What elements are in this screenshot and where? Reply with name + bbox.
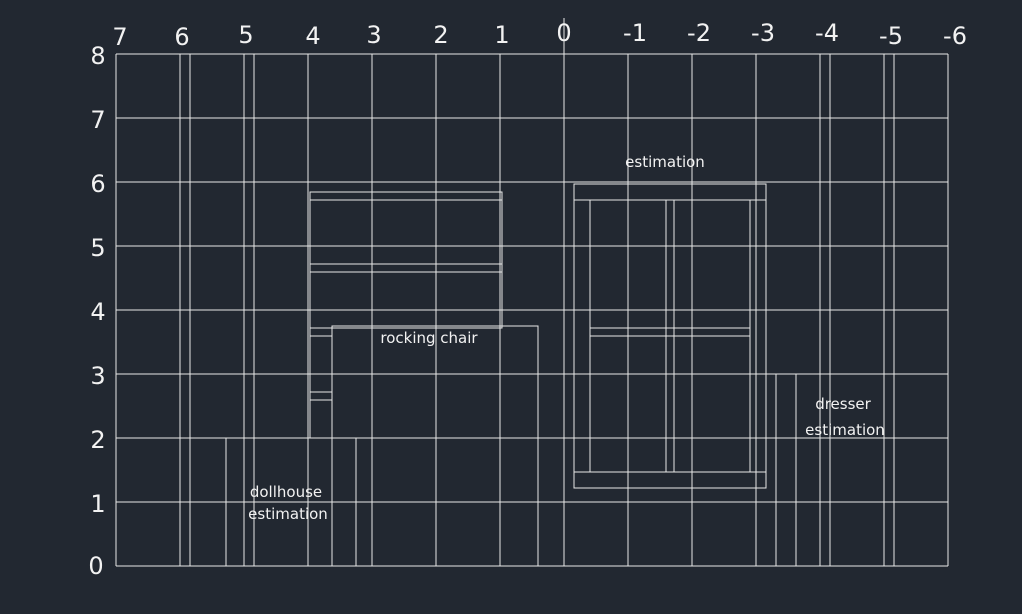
y-tick-label: 5 (90, 234, 105, 262)
estimation-object[interactable]: estimation (573, 153, 767, 489)
dollhouse-object[interactable]: dollhouse estimation (225, 437, 357, 567)
y-tick-label: 2 (90, 426, 105, 454)
y-tick-label: 7 (90, 106, 105, 134)
dollhouse-label-line1: dollhouse (250, 483, 322, 501)
rocking-chair-seat (331, 325, 539, 567)
x-tick-label: 4 (305, 22, 320, 50)
y-tick-label: 3 (90, 362, 105, 390)
dresser-body (775, 373, 885, 567)
y-tick-label: 4 (90, 298, 105, 326)
dresser-label-line1: dresser (815, 395, 871, 413)
rocking-chair-back (309, 191, 503, 329)
y-tick-label: 0 (88, 552, 103, 580)
dresser-label-line2: estimation (805, 421, 885, 439)
estimation-label: estimation (625, 153, 705, 171)
x-tick-label: -3 (751, 19, 775, 47)
rocking-chair-label: rocking chair (380, 329, 478, 347)
dollhouse-body (225, 437, 357, 567)
x-tick-label: 5 (238, 21, 253, 49)
y-tick-label: 8 (90, 42, 105, 70)
x-tick-label: -4 (815, 19, 839, 47)
x-tick-label: 1 (494, 21, 509, 49)
grid (115, 18, 949, 567)
rocking-chair-object[interactable]: rocking chair (309, 191, 539, 567)
x-tick-label: 6 (174, 23, 189, 51)
x-axis-labels: 7 6 5 4 3 2 1 0 -1 -2 -3 -4 -5 -6 (112, 19, 967, 51)
dollhouse-label-line2: estimation (248, 505, 328, 523)
x-tick-label: 3 (366, 21, 381, 49)
x-tick-label: -6 (943, 22, 967, 50)
x-tick-label: 0 (556, 19, 571, 47)
x-tick-label: 7 (112, 23, 127, 51)
y-tick-label: 6 (90, 170, 105, 198)
x-tick-label: -2 (687, 19, 711, 47)
y-axis-labels: 8 7 6 5 4 3 2 1 0 (88, 42, 105, 580)
dresser-object[interactable]: dresser estimation (775, 373, 885, 567)
x-tick-label: 2 (433, 21, 448, 49)
y-tick-label: 1 (90, 490, 105, 518)
x-tick-label: -1 (623, 19, 647, 47)
x-tick-label: -5 (879, 22, 903, 50)
estimation-outer-frame (573, 183, 767, 489)
